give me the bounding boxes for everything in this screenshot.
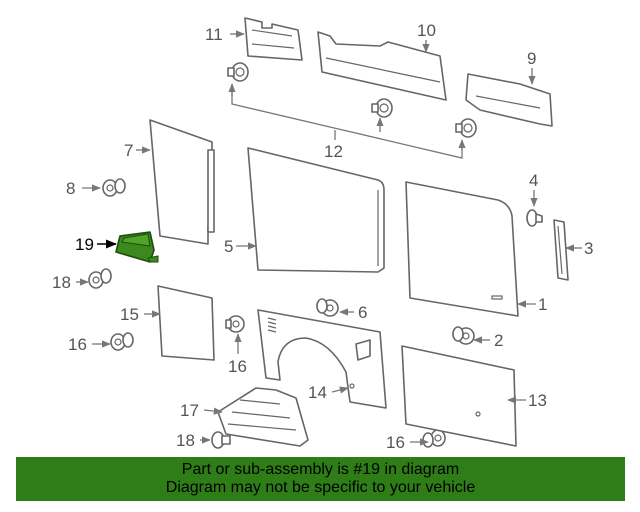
part-20-clip-icon [88, 268, 112, 289]
callout-16: 16 [386, 433, 405, 452]
callout-8: 8 [66, 179, 75, 198]
leader-lines [76, 30, 582, 446]
callout-19: 19 [75, 235, 94, 254]
callout-17: 17 [180, 401, 199, 420]
part-17-cover [217, 387, 309, 447]
part-16-clip-icon [225, 315, 245, 333]
banner-line-1: Part or sub-assembly is #19 in diagram [181, 461, 460, 478]
part-15-lower-panel [157, 285, 215, 361]
callout-6: 6 [358, 303, 367, 322]
callout-14: 14 [308, 383, 327, 402]
callout-15: 15 [120, 305, 139, 324]
part-16-clip-icon [422, 429, 446, 448]
part-1-right-panel [405, 181, 519, 317]
part-7-side-panel [149, 119, 215, 245]
callout-11: 11 [205, 25, 223, 44]
info-banner: Part or sub-assembly is #19 in diagram D… [16, 457, 625, 501]
parts-diagram: 11 10 9 12 7 8 4 19 5 3 18 1 15 6 16 2 1… [52, 17, 593, 452]
clip-icon [227, 62, 249, 82]
clip-icon [455, 118, 477, 138]
banner-line-2: Diagram may not be specific to your vehi… [165, 479, 476, 496]
part-11-upper-trim [244, 17, 303, 61]
callout-5: 5 [224, 237, 233, 256]
part-10-upper-trim [317, 31, 447, 101]
part-6-clip-icon [316, 298, 339, 317]
part-12-clip-group [227, 62, 477, 159]
callout-2: 2 [494, 331, 503, 350]
callout-12: 12 [324, 142, 343, 161]
part-8-clip-icon [102, 178, 126, 197]
part-4-clip-icon [526, 209, 543, 227]
clip-icon [371, 98, 393, 118]
callout-13: 13 [528, 391, 547, 410]
callout-labels: 11 10 9 12 7 8 4 19 5 3 18 1 15 6 16 2 1… [52, 21, 593, 452]
callout-16: 16 [68, 335, 87, 354]
part-13-lower-right-panel [401, 345, 517, 447]
callout-16: 16 [228, 357, 247, 376]
part-19-highlighted-bracket [115, 231, 159, 263]
part-9-upper-trim [465, 73, 553, 127]
part-2-clip-icon [452, 326, 475, 345]
callout-3: 3 [584, 239, 593, 258]
callout-18: 18 [176, 431, 195, 450]
callout-4: 4 [529, 171, 538, 190]
part-16-clip-icon [110, 332, 134, 351]
callout-10: 10 [417, 21, 436, 40]
part-5-center-panel [247, 147, 385, 273]
part-14-wheelhouse-panel [257, 309, 387, 409]
callout-1: 1 [538, 295, 547, 314]
callout-20: 18 [52, 273, 71, 292]
part-18-clip-icon [211, 431, 231, 449]
part-3-trim-strip [553, 219, 569, 281]
callout-7: 7 [124, 141, 133, 160]
callout-9: 9 [527, 49, 536, 68]
